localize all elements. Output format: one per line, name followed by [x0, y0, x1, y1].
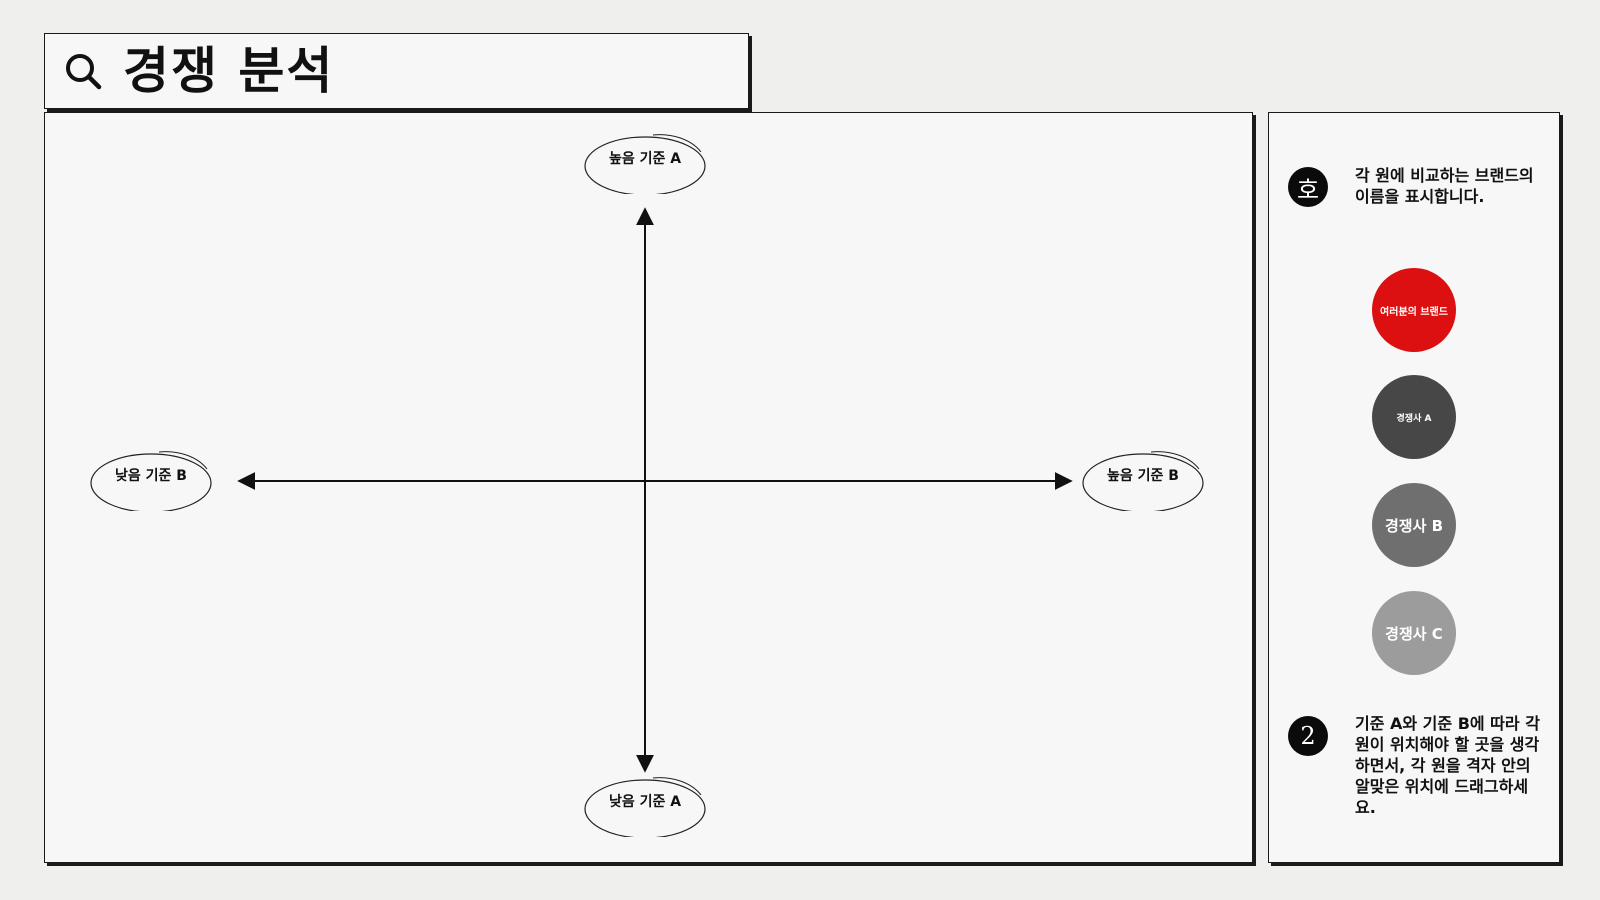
step-1-text: 각 원에 비교하는 브랜드의 이름을 표시합니다. — [1355, 166, 1534, 206]
search-icon — [66, 54, 102, 90]
brand-circle-your-brand-label: 여러분의 브랜드 — [1380, 306, 1448, 318]
step-2-badge: 2 — [1288, 716, 1328, 756]
title-box: 경쟁 분석 — [44, 33, 749, 109]
positioning-matrix[interactable]: 높음 기준 A 낮음 기준 A 낮음 기준 B 높음 기준 B — [44, 112, 1253, 863]
brand-circle-competitor-a[interactable]: 경쟁사 A — [1372, 375, 1456, 459]
axis-label-left: 낮음 기준 B — [89, 447, 213, 511]
step-2-text: 기준 A와 기준 B에 따라 각 원이 위치해야 할 곳을 생각하면서, 각 원… — [1355, 714, 1540, 817]
matrix-axes — [237, 207, 1073, 773]
brand-circle-your-brand[interactable]: 여러분의 브랜드 — [1372, 268, 1456, 352]
brand-circle-competitor-c-label: 경쟁사 C — [1385, 624, 1443, 643]
brand-circle-competitor-c[interactable]: 경쟁사 C — [1372, 591, 1456, 675]
axis-label-bottom-text: 낮음 기준 A — [608, 794, 682, 810]
brand-circle-competitor-b-label: 경쟁사 B — [1384, 516, 1444, 535]
axis-label-right: 높음 기준 B — [1081, 447, 1205, 511]
brand-circle-competitor-a-label: 경쟁사 A — [1396, 413, 1432, 424]
axis-label-bottom: 낮음 기준 A — [583, 773, 707, 837]
step-1-badge: 호 — [1288, 167, 1328, 207]
brand-circle-competitor-b[interactable]: 경쟁사 B — [1372, 483, 1456, 567]
axis-label-top-text: 높음 기준 A — [608, 151, 682, 167]
instructions-panel: 호 각 원에 비교하는 브랜드의 이름을 표시합니다. 여러분의 브랜드 경쟁사… — [1268, 112, 1560, 863]
page-title: 경쟁 분석 — [123, 41, 335, 100]
axis-label-top: 높음 기준 A — [583, 130, 707, 194]
axis-label-right-text: 높음 기준 B — [1107, 468, 1179, 484]
axis-label-left-text: 낮음 기준 B — [115, 468, 187, 484]
